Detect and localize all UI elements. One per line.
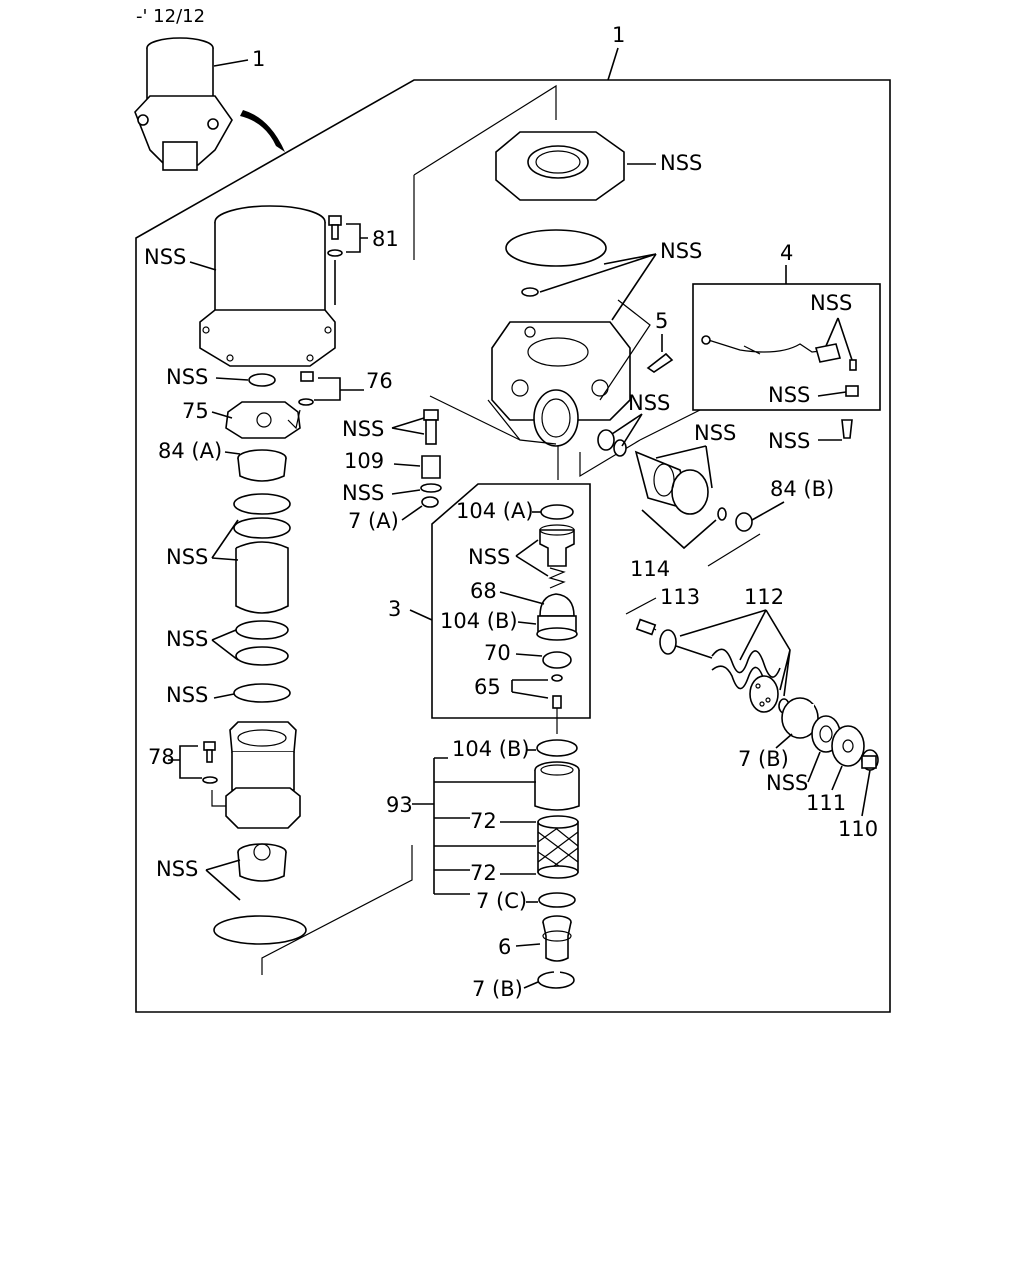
label-84b: 84 (B) xyxy=(770,477,834,501)
label-81: 81 xyxy=(372,227,399,251)
assembly-frame xyxy=(135,79,891,1013)
label-nss-side-a: NSS xyxy=(628,391,670,415)
label-72a: 72 xyxy=(470,809,497,833)
dryer-assembly-icon xyxy=(134,37,233,171)
label-nss-top-cover: NSS xyxy=(660,151,702,175)
label-7b-2: 7 (B) xyxy=(738,747,789,771)
o-ring-icon xyxy=(237,449,287,482)
label-76: 76 xyxy=(366,369,393,393)
label-104a: 104 (A) xyxy=(456,499,534,523)
label-112: 112 xyxy=(744,585,784,609)
label-70: 70 xyxy=(484,641,511,665)
label-nss-piston: NSS xyxy=(468,545,510,569)
label-5: 5 xyxy=(655,309,668,333)
label-78: 78 xyxy=(148,745,175,769)
filter-icon xyxy=(233,493,291,666)
label-nss-side-b: NSS xyxy=(694,421,736,445)
canister-icon xyxy=(199,205,336,367)
label-nss-check: NSS xyxy=(766,771,808,795)
bolt-icon xyxy=(327,215,343,257)
label-84a: 84 (A) xyxy=(158,439,222,463)
label-104b-2: 104 (B) xyxy=(452,737,530,761)
label-111: 111 xyxy=(806,791,846,815)
heater-icon xyxy=(597,429,709,515)
label-3: 3 xyxy=(388,597,401,621)
label-65: 65 xyxy=(474,675,501,699)
label-75: 75 xyxy=(182,399,209,423)
header-range: -' 12/12 xyxy=(136,6,205,27)
label-nss-heater-b: NSS xyxy=(768,383,810,407)
label-113: 113 xyxy=(660,585,700,609)
label-nss-cartridge: NSS xyxy=(166,545,208,569)
label-72b: 72 xyxy=(470,861,497,885)
label-7a: 7 (A) xyxy=(348,509,399,533)
label-nss-heater-c: NSS xyxy=(768,429,810,453)
label-nss-valve-ring: NSS xyxy=(342,481,384,505)
label-nss-bottom: NSS xyxy=(156,857,198,881)
label-4: 4 xyxy=(780,241,793,265)
label-6: 6 xyxy=(498,935,511,959)
label-nss-heater-a: NSS xyxy=(810,291,852,315)
label-nss-oring-top: NSS xyxy=(660,239,702,263)
label-110: 110 xyxy=(838,817,878,841)
label-68: 68 xyxy=(470,579,497,603)
valve-body-icon xyxy=(491,321,631,447)
label-93: 93 xyxy=(386,793,413,817)
label-nss-canister: NSS xyxy=(144,245,186,269)
label-7c: 7 (C) xyxy=(476,889,527,913)
label-109: 109 xyxy=(344,449,384,473)
label-ref-assembly: 1 xyxy=(612,23,625,47)
spring-icon xyxy=(659,629,790,714)
label-104b-1: 104 (B) xyxy=(440,609,518,633)
label-7b-1: 7 (B) xyxy=(472,977,523,1001)
label-nss-filters: NSS xyxy=(166,627,208,651)
label-nss-cap: NSS xyxy=(166,365,208,389)
label-nss-oring-mid: NSS xyxy=(166,683,208,707)
label-top-assembly: 1 xyxy=(252,47,265,71)
label-114: 114 xyxy=(630,557,670,581)
label-nss-valve-stack: NSS xyxy=(342,417,384,441)
